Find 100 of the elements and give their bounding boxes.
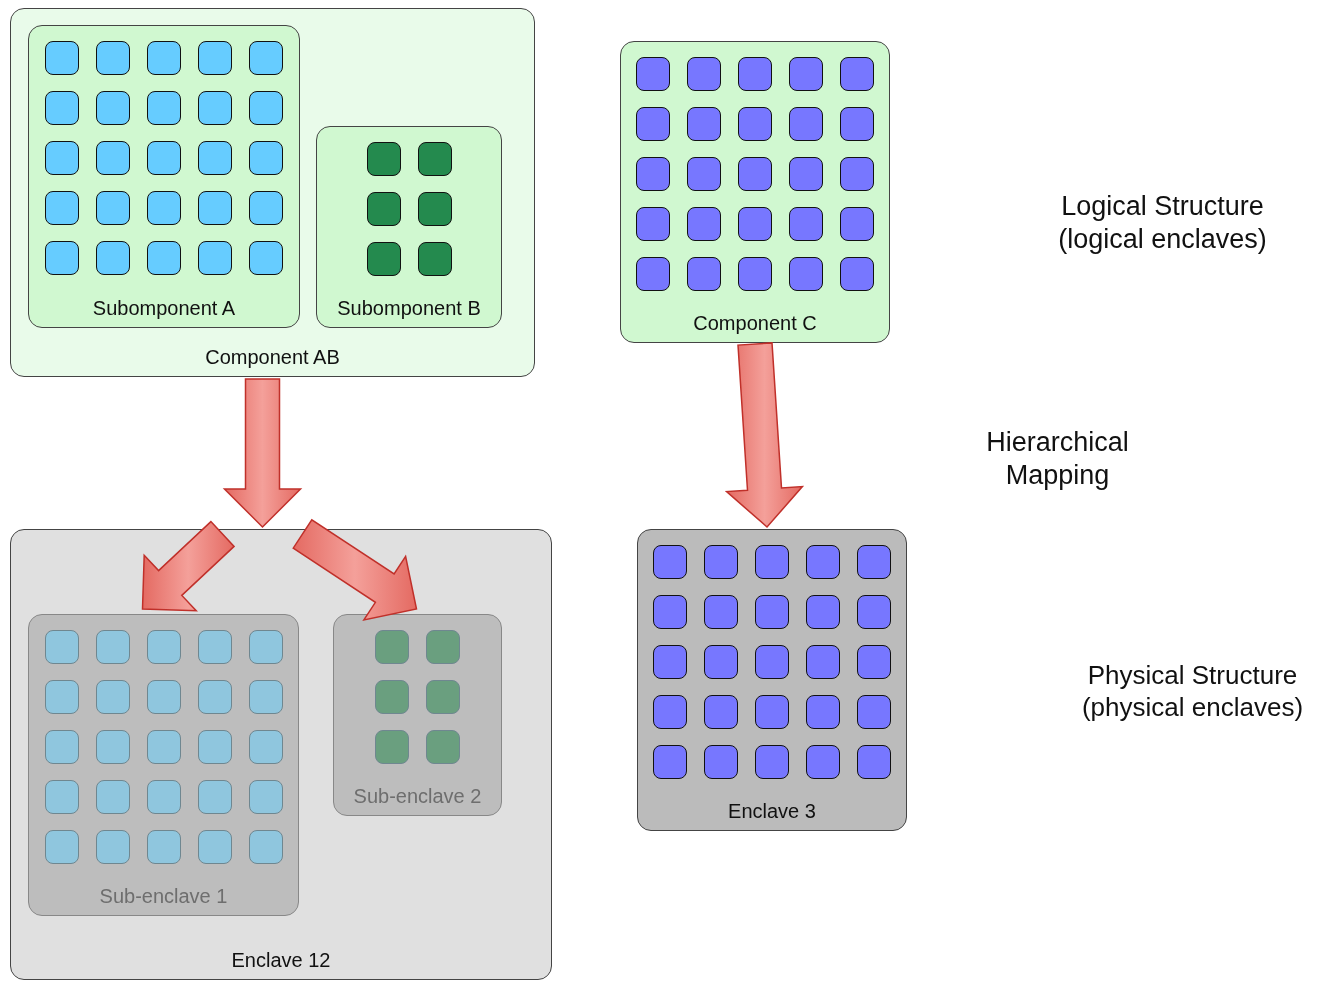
block-square [789, 107, 823, 141]
block-square [375, 630, 409, 664]
panel-label: Subomponent A [92, 297, 236, 320]
block-square [375, 680, 409, 714]
block-square [636, 257, 670, 291]
block-square [857, 695, 891, 729]
block-square [95, 830, 130, 864]
block-square [755, 545, 789, 579]
block-square [45, 41, 79, 75]
block-square [426, 630, 460, 664]
block-square [146, 780, 181, 814]
block-square [704, 595, 738, 629]
block-square [45, 91, 79, 125]
block-square [755, 595, 789, 629]
block-square [840, 257, 874, 291]
block-square [197, 830, 232, 864]
block-square [197, 780, 232, 814]
block-square [249, 191, 283, 225]
panel-label: Component AB [205, 346, 340, 369]
section-label: Physical Structure (physical enclaves) [1080, 660, 1305, 724]
section-label: Hierarchical Mapping [985, 426, 1130, 492]
block-square [147, 241, 181, 275]
section-label: Logical Structure (logical enclaves) [1057, 190, 1268, 256]
block-square [95, 780, 130, 814]
block-square [197, 630, 232, 664]
block-square [738, 107, 772, 141]
block-square [857, 595, 891, 629]
panel-label: Enclave 3 [728, 800, 816, 823]
block-square [198, 41, 232, 75]
block-square [45, 241, 79, 275]
panel-label: Component C [693, 312, 817, 335]
block-square [806, 545, 840, 579]
block-square [146, 680, 181, 714]
group-panel [316, 126, 502, 328]
block-square [147, 191, 181, 225]
block-square [738, 157, 772, 191]
block-arrow [222, 378, 303, 529]
block-square [248, 630, 283, 664]
block-square [636, 57, 670, 91]
block-square [687, 207, 721, 241]
block-square [146, 830, 181, 864]
block-square [366, 142, 401, 176]
block-square [44, 830, 79, 864]
block-square [738, 57, 772, 91]
block-square [704, 745, 738, 779]
block-square [857, 645, 891, 679]
block-square [687, 257, 721, 291]
block-square [755, 745, 789, 779]
block-square [806, 695, 840, 729]
block-square [417, 242, 452, 276]
block-square [198, 141, 232, 175]
block-square [738, 257, 772, 291]
block-square [636, 157, 670, 191]
block-square [248, 780, 283, 814]
block-square [653, 595, 687, 629]
block-square [44, 780, 79, 814]
block-square [840, 157, 874, 191]
block-square [704, 695, 738, 729]
block-square [857, 745, 891, 779]
block-square [146, 630, 181, 664]
block-square [249, 91, 283, 125]
block-square [789, 57, 823, 91]
block-square [789, 207, 823, 241]
block-square [653, 645, 687, 679]
block-square [198, 241, 232, 275]
block-square [147, 141, 181, 175]
group-panel [10, 529, 552, 980]
block-square [738, 207, 772, 241]
block-square [653, 745, 687, 779]
block-square [44, 630, 79, 664]
group-panel [637, 529, 907, 831]
block-square [636, 107, 670, 141]
block-square [45, 191, 79, 225]
block-square [840, 107, 874, 141]
block-square [857, 545, 891, 579]
block-square [96, 91, 130, 125]
block-square [249, 141, 283, 175]
block-arrow [724, 342, 805, 529]
group-panel [28, 614, 299, 916]
block-square [366, 242, 401, 276]
block-square [636, 207, 670, 241]
block-square [417, 142, 452, 176]
block-square [95, 630, 130, 664]
block-square [704, 545, 738, 579]
block-square [95, 680, 130, 714]
panel-label: Enclave 12 [231, 949, 331, 972]
block-square [96, 141, 130, 175]
block-square [806, 595, 840, 629]
block-square [687, 57, 721, 91]
panel-label: Sub-enclave 1 [99, 885, 228, 908]
block-square [248, 830, 283, 864]
block-square [704, 645, 738, 679]
block-square [198, 91, 232, 125]
block-square [687, 107, 721, 141]
block-square [755, 695, 789, 729]
group-panel [333, 614, 502, 816]
block-square [840, 207, 874, 241]
block-square [687, 157, 721, 191]
block-square [96, 41, 130, 75]
block-square [44, 680, 79, 714]
